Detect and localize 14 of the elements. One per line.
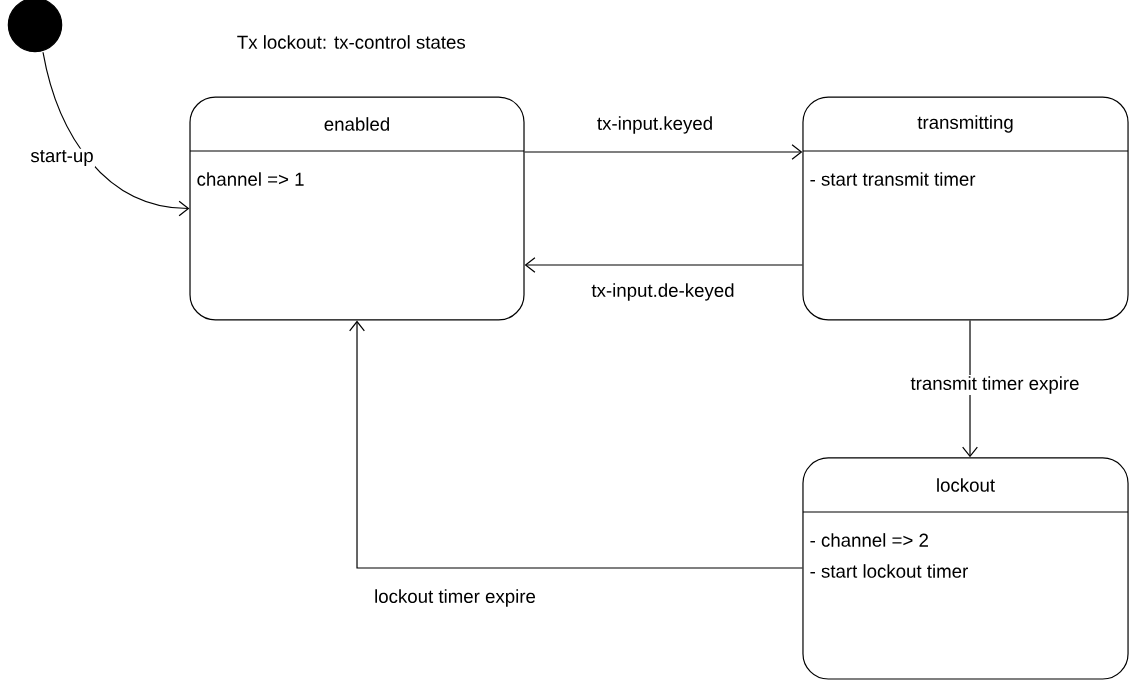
diagram-title: Tx lockout: tx-control states bbox=[237, 35, 466, 49]
edge-label: lockout timer expire bbox=[372, 587, 538, 609]
edge-label: tx-input.de-keyed bbox=[590, 281, 736, 303]
edge-label: tx-input.keyed bbox=[595, 114, 715, 136]
arrow bbox=[349, 320, 803, 569]
state-box: enabled channel => 1 bbox=[189, 96, 525, 321]
state-box: lockout - channel => 2 - start lockout timer bbox=[802, 457, 1129, 680]
edge-label: start-up bbox=[29, 148, 95, 168]
arrow bbox=[42, 51, 190, 217]
arrow bbox=[962, 319, 978, 458]
edge-label: transmit timer expire bbox=[909, 374, 1081, 396]
arrow bbox=[524, 144, 803, 160]
state-box: transmitting - start transmit timer bbox=[802, 96, 1129, 321]
arrow bbox=[524, 257, 803, 273]
